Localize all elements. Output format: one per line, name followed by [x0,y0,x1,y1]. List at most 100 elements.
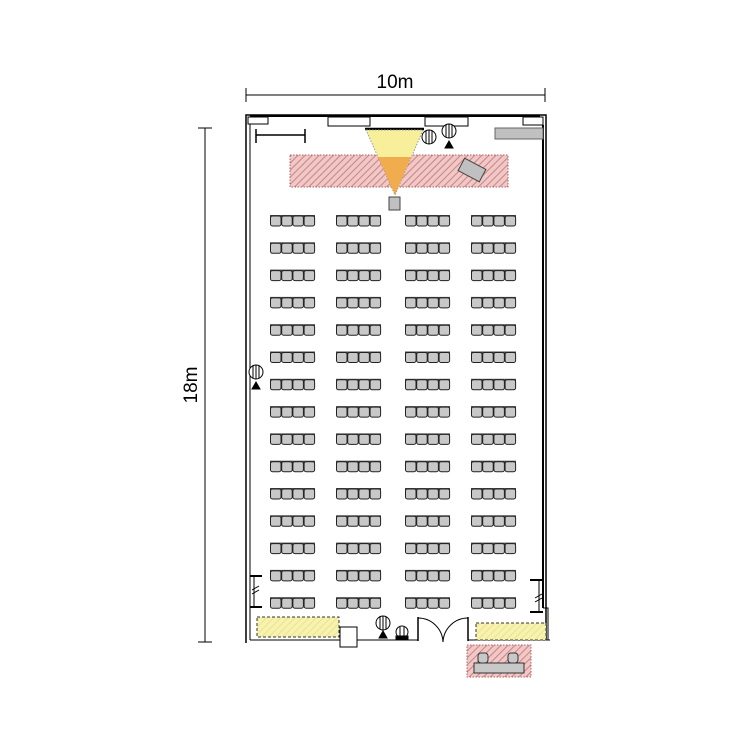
seat [358,543,370,555]
seat [504,433,517,445]
seat [369,406,382,418]
width-label: 10m [377,72,414,93]
seat [303,488,316,500]
seat [438,515,451,527]
seat [482,215,494,227]
seat [358,297,370,309]
seat-block [471,569,517,582]
seat [281,433,293,445]
seat [482,242,494,254]
desk [270,215,315,218]
seat-block [270,460,316,473]
seat [405,270,417,282]
seat [427,461,439,473]
microphone-stand-icon [375,615,391,639]
desk [336,515,381,519]
seat [347,324,359,336]
seat [427,379,439,391]
seat [471,324,483,336]
seat-block [471,378,517,391]
seat [504,379,517,391]
seat [369,570,382,582]
seat [369,597,382,609]
seat [336,488,348,500]
seat-block [270,324,316,336]
seat [347,597,359,609]
seat-block [471,215,517,227]
seat [416,461,428,473]
seat [292,461,304,473]
desk [336,351,381,355]
desk [471,269,516,273]
seat [347,297,359,309]
seat-block [405,433,451,445]
desk [471,296,516,300]
seat [482,597,494,609]
seat [369,270,382,282]
seat [504,597,517,609]
desk [405,542,450,546]
desk [270,296,315,300]
seat [427,297,439,309]
reception-table-left [256,616,340,638]
seat-block [405,351,451,363]
seat [471,433,483,445]
reception-table-right [475,622,547,641]
seat [358,433,370,445]
seat [336,515,348,527]
desk [336,215,381,218]
outside-chair [477,652,489,664]
seat-block [270,242,316,254]
seat [281,324,293,336]
seat [471,488,483,500]
seat [471,406,483,418]
seat-block [336,515,382,527]
seat [405,433,417,445]
seat [281,570,293,582]
seat [358,597,370,609]
seat-block [336,542,382,555]
seat [438,570,451,582]
seat-block [405,460,451,473]
seat-block [336,215,382,227]
seat [336,570,348,582]
seat [347,406,359,418]
seat [482,352,494,363]
seat-block [471,351,517,363]
microphone-stand-icon [441,123,457,149]
seat [336,242,348,254]
desk [471,433,516,437]
seat [347,570,359,582]
seat [427,433,439,445]
seat [336,270,348,282]
seat [369,242,382,254]
seat [416,597,428,609]
seat [427,570,439,582]
desk [471,460,516,464]
desk [405,296,450,300]
seat [493,515,505,527]
desk [270,488,315,491]
seat [270,270,282,282]
seat [270,406,282,418]
seat [369,461,382,473]
seat [303,570,316,582]
seat-block [405,215,451,227]
seat [292,215,304,227]
seat [427,242,439,254]
seat [270,215,282,227]
seat [292,352,304,363]
seat [358,406,370,418]
speaker-icon [395,625,409,640]
seat [347,379,359,391]
desk [405,215,450,218]
seat [493,215,505,227]
seat-block [336,433,382,445]
seat [292,488,304,500]
seat [347,488,359,500]
seat [405,324,417,336]
seat [504,242,517,254]
seat [369,433,382,445]
seat [292,543,304,555]
seat [336,543,348,555]
